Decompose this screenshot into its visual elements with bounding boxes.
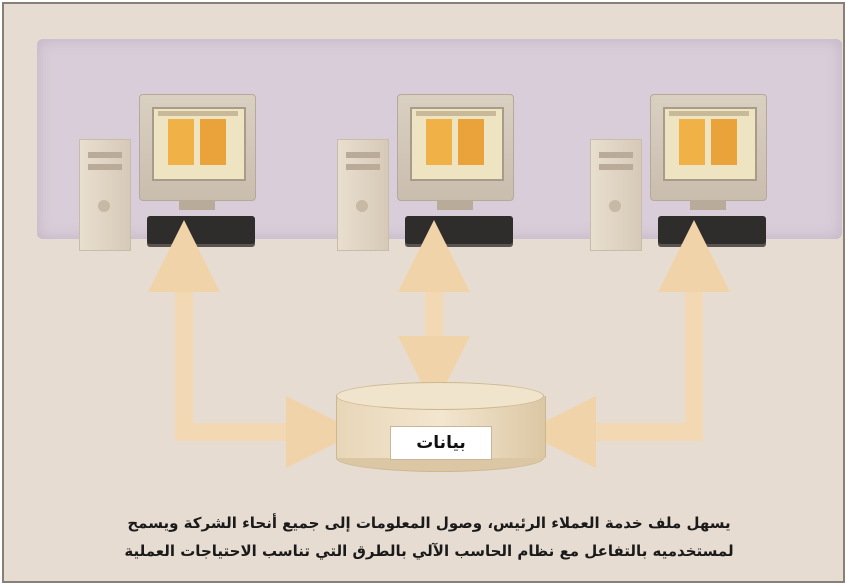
caption-line-2: لمستخدميه بالتفاعل مع نظام الحاسب الآلي … (124, 542, 734, 560)
caption: يسهل ملف خدمة العملاء الرئيس، وصول المعل… (44, 509, 814, 565)
arrow-right (524, 220, 730, 468)
database-label: بيانات (416, 433, 466, 453)
monitor-icon (139, 94, 256, 201)
computer-left-icon (79, 94, 259, 259)
monitor-stand (437, 200, 473, 210)
connection-arrows (148, 220, 730, 468)
monitor-icon (397, 94, 514, 201)
monitor-stand (690, 200, 726, 210)
database-icon: بيانات (336, 382, 546, 472)
arrow-left (148, 220, 358, 468)
tower-icon (79, 139, 131, 251)
screen (410, 107, 504, 181)
computers-panel (37, 39, 842, 251)
screen (152, 107, 246, 181)
screen (663, 107, 757, 181)
caption-line-1: يسهل ملف خدمة العملاء الرئيس، وصول المعل… (127, 514, 731, 532)
monitor-stand (179, 200, 215, 210)
monitor-icon (650, 94, 767, 201)
database-label-box: بيانات (390, 426, 492, 460)
